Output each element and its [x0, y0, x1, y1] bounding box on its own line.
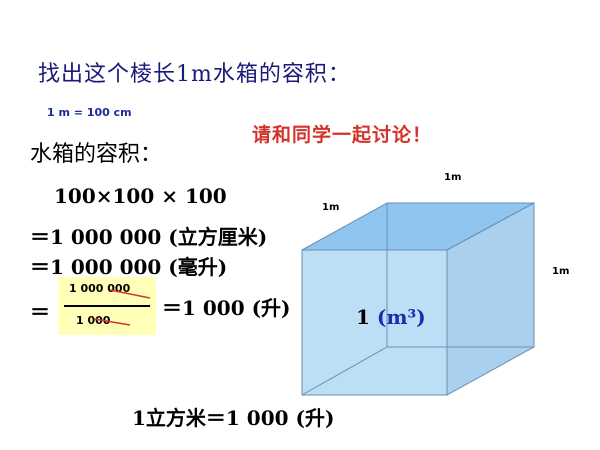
fraction-denominator: 1 000 [76, 314, 111, 327]
calc-line-multiplication: 100×100 × 100 [54, 184, 227, 208]
edge-label-right: 1m [552, 266, 570, 277]
strike-mark-numerator [109, 289, 151, 299]
cube-volume-value: 1 [356, 305, 370, 329]
discussion-prompt: 请和同学一起讨论！ [252, 124, 433, 146]
calc-equals-sign: ＝ [30, 300, 50, 324]
edge-label-left: 1m [322, 202, 340, 213]
strike-mark-denominator [93, 318, 131, 326]
cube-volume-unit: (m³) [376, 305, 426, 329]
calc-line-liters: ＝1 000 (升) [162, 296, 291, 320]
calc-line-cubic-cm: ＝1 000 000 (立方厘米) [30, 225, 268, 249]
conclusion-line: 1立方米＝1 000 (升) [132, 406, 335, 430]
slide-title: 找出这个棱长1m水箱的容积： [38, 62, 351, 87]
edge-label-top: 1m [444, 172, 462, 183]
cube-hidden-edge [301, 346, 388, 396]
cube-front-face [301, 249, 448, 396]
volume-heading: 水箱的容积： [30, 142, 163, 167]
calc-line-milliliters: ＝1 000 000 (毫升) [30, 255, 228, 279]
fraction-bar [64, 305, 150, 307]
cube-volume-label: 1 (m³) [356, 305, 426, 329]
unit-conversion-note: 1 m = 100 cm [47, 106, 132, 119]
